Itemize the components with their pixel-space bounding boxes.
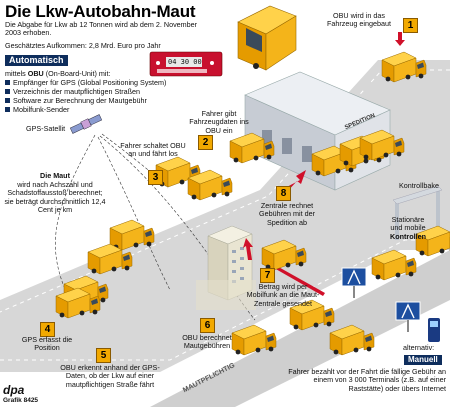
- step-3-text: Fahrer schaltet OBU an und fährt los: [120, 141, 186, 159]
- control-gantry: [392, 185, 443, 240]
- step-1-text: OBU wird in das Fahrzeug eingebaut: [327, 11, 391, 29]
- obu-feature: Empfänger für GPS (Global Positioning Sy…: [5, 78, 166, 87]
- manual-text: Fahrer bezahlt vor der Fahrt die fällige…: [288, 367, 446, 393]
- control-gantry-label: Kontrollbake: [399, 181, 439, 190]
- toll-info-text: wird nach Achszahl und Schadstoffausstoß…: [4, 180, 106, 215]
- page-title: Die Lkw-Autobahn-Maut: [5, 2, 196, 21]
- credit-agency: dpa: [3, 383, 25, 397]
- automatic-label: Automatisch: [5, 55, 68, 66]
- payment-terminal: [428, 318, 440, 342]
- subtitle: Die Abgabe für Lkw ab 12 Tonnen wird ab …: [5, 20, 198, 38]
- controls-label: Stationäre und mobile Kontrollen: [390, 215, 426, 241]
- step-8-number: 8: [276, 186, 291, 201]
- step-2-number: 2: [198, 135, 213, 150]
- obu-intro: mittels OBU (On-Board-Unit) mit:: [5, 69, 111, 78]
- step-7-number: 7: [260, 268, 275, 283]
- manual-label: Manuell: [404, 355, 442, 365]
- step-6-text: OBU berechnet Mautgebühren: [182, 333, 232, 351]
- revenue-estimate: Geschätztes Aufkommen: 2,8 Mrd. Euro pro…: [5, 41, 161, 50]
- obu-display: 04 30 00: [168, 58, 202, 66]
- truck-with-obu: [237, 5, 297, 71]
- step-3-number: 3: [148, 170, 163, 185]
- gps-satellite: [69, 114, 103, 134]
- step-5-text: OBU erkennt anhand der GPS-Daten, ob der…: [60, 363, 160, 389]
- install-arrow: [395, 32, 405, 46]
- obu-feature: Mobilfunk-Sender: [5, 105, 69, 114]
- satellite-label: GPS-Satellit: [26, 124, 66, 133]
- step-8-text: Zentrale rechnet Gebühren mit der Spedit…: [259, 201, 315, 227]
- obu-device: [149, 51, 223, 77]
- obu-feature: Software zur Berechnung der Mautgebühr: [5, 96, 147, 105]
- step-2-text: Fahrer gibt Fahrzeugdaten ins OBU ein: [189, 109, 249, 135]
- step-6-number: 6: [200, 318, 215, 333]
- step-7-text: Betrag wird per Mobilfunk an die Maut-Ze…: [246, 282, 320, 308]
- step-4-number: 4: [40, 322, 55, 337]
- toll-center-building: [196, 225, 256, 310]
- step-5-number: 5: [96, 348, 111, 363]
- step-1-number: 1: [403, 18, 418, 33]
- autobahn-signs: [341, 267, 421, 332]
- toll-info-heading: Die Maut: [40, 171, 70, 180]
- step-4-text: GPS erfasst die Position: [21, 335, 73, 353]
- credit-graphic-number: Grafik 8425: [3, 397, 39, 404]
- alternative-label: alternativ:: [403, 343, 435, 352]
- obu-feature: Verzeichnis der mautpflichtigen Straßen: [5, 87, 140, 96]
